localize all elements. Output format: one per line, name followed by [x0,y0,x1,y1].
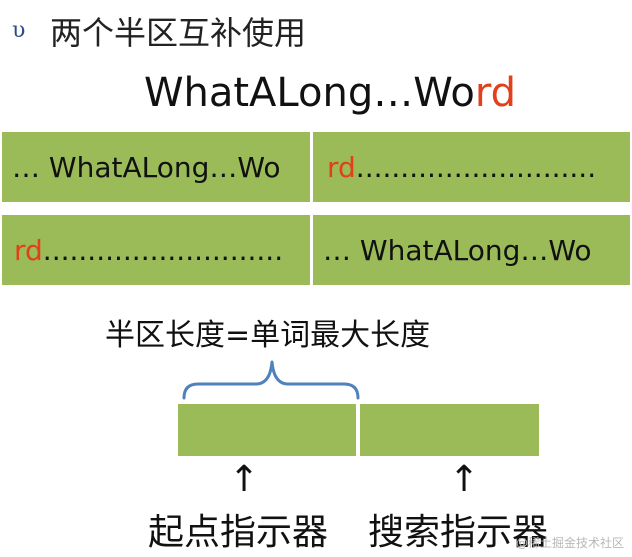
row2-right-half: … WhatALong…Wo [313,215,630,285]
watermark: @稀土掘金技术社区 [515,536,624,550]
curly-brace [182,360,360,400]
row1-left-text: … WhatALong…Wo [12,150,281,184]
word-prefix: WhatALong…Wo [143,70,475,116]
half-length-label: 半区长度=单词最大长度 [105,318,431,353]
row1-right-dots: ........................... [355,150,597,184]
row1-left-half: … WhatALong…Wo [2,132,310,202]
example-word: WhatALong…Word [0,70,632,116]
row2-left-half: rd........................... [2,215,310,285]
row1-right-half: rd........................... [313,132,630,202]
start-pointer-label: 起点指示器 [148,512,329,553]
start-pointer-arrow-icon: ↑ [229,459,260,500]
row1-right-red-text: rd [327,150,356,184]
bullet-icon: υ [12,18,26,43]
row2-left-dots: ........................... [42,233,284,267]
search-half-bar [360,404,539,456]
search-pointer-label: 搜索指示器 [368,512,549,553]
search-pointer-arrow-icon: ↑ [449,459,480,500]
row2-left-red-text: rd [14,233,43,267]
slide-heading: 两个半区互补使用 [50,14,307,52]
row2-right-text: … WhatALong…Wo [323,233,592,267]
start-half-bar [178,404,356,456]
word-suffix: rd [474,70,517,116]
